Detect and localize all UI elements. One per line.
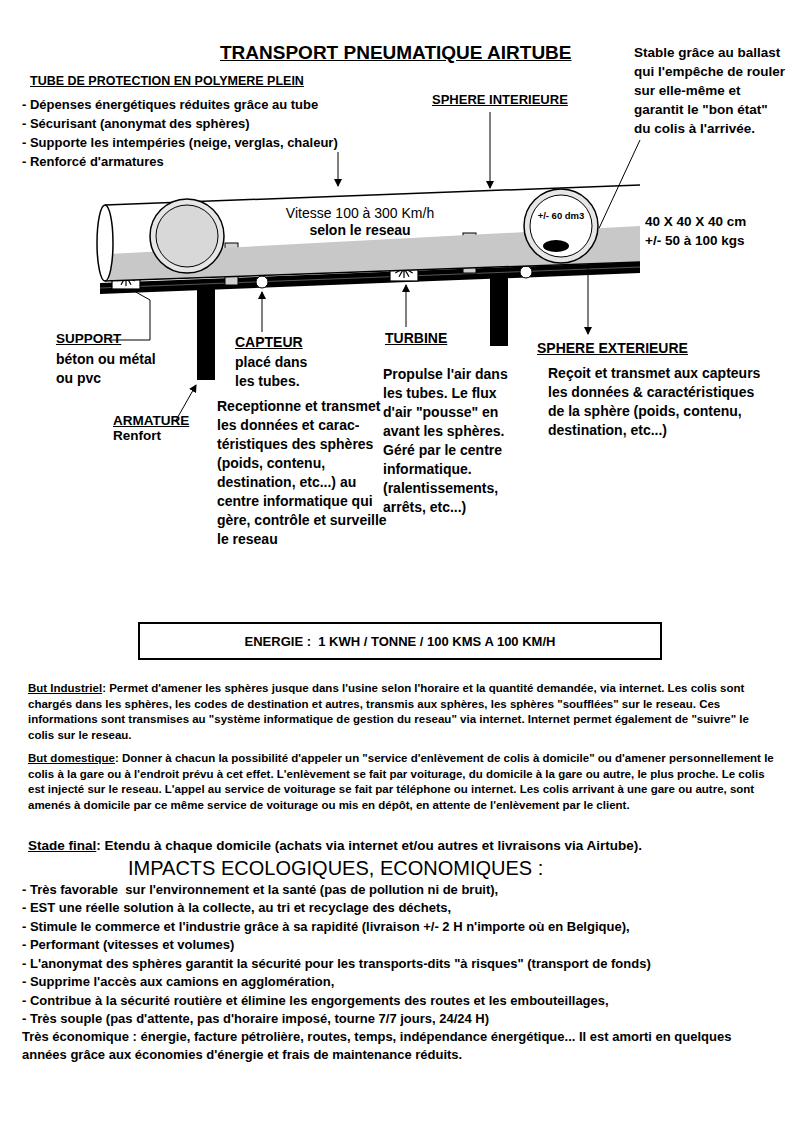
drawing-part [543, 240, 569, 252]
sensor-dot [520, 266, 532, 278]
bullet-line-block: - Contribue à la sécurité routière et él… [22, 992, 782, 1010]
inner-sphere-outline [523, 188, 599, 264]
bullet-line: - Très souple (pas d'attente, pas d'hora… [22, 1011, 489, 1026]
bullet-line: - Performant (vitesses et volumes) [22, 937, 234, 952]
note-line: - Sécurisant (anonymat des sphères) [22, 116, 250, 131]
energy-box: ENERGIE : 1 KWH / TONNE / 100 KMS A 100 … [138, 622, 662, 660]
drawing-part [139, 623, 661, 659]
heading: SPHERE INTERIEURE [432, 92, 568, 107]
dimension-block: 40 X 40 X 40 cm [645, 213, 785, 230]
bullet-line-block: - EST une réelle solution à la collecte,… [22, 899, 782, 917]
description: béton ou métal ou pvc [56, 351, 159, 386]
heading: TUBE DE PROTECTION EN POLYMERE PLEIN [30, 74, 304, 88]
leader-line [490, 112, 491, 188]
tube-body: Vitesse 100 à 300 Km/hselon le reseau +/-… [95, 178, 655, 294]
note-line-block: - Renforcé d'armatures [22, 153, 402, 170]
bullet-line-block: Très économique : énergie, facture pétro… [22, 1028, 774, 1064]
bullet-line: - L'anonymat des sphères garantit la séc… [22, 956, 651, 971]
heading-block: CAPTEUR [235, 334, 345, 351]
armature-post [197, 288, 215, 380]
bullet-line: - Supprime l'accès aux camions en agglom… [22, 974, 334, 989]
paragraph-block: But Industriel: Permet d'amener les sphè… [28, 681, 774, 743]
text-group: Vitesse 100 à 300 Km/hselon le reseau [245, 205, 475, 239]
bullet-line: - Contribue à la sécurité routière et él… [22, 993, 609, 1008]
bullet-line-block: - Très souple (pas d'attente, pas d'hora… [22, 1010, 782, 1028]
dimension: 40 X 40 X 40 cm [645, 214, 746, 229]
leader-line [406, 285, 407, 327]
inner-sphere: +/- 60 dm3 [523, 188, 599, 264]
bullet-line-block: - Stimule le commerce et l'industrie grâ… [22, 918, 782, 936]
description: Propulse l'air dans les tubes. Le flux d… [383, 366, 512, 515]
note-text: Stable grâce au ballast qui l'empêche de… [634, 45, 789, 136]
volume-text: +/- 60 dm3 [523, 210, 599, 221]
drawing-part [399, 271, 403, 277]
paragraph: Stade final [28, 838, 96, 853]
paragraph: : Etendu à chaque domicile (achats via i… [96, 838, 642, 853]
description-block: Reçoit et transmet aux capteurs les donn… [548, 364, 773, 440]
note-line: - Dépenses énergétiques réduites grâce a… [22, 97, 318, 112]
description-block: Receptionne et transmet les données et c… [217, 397, 389, 549]
description-block: placé dans les tubes. [235, 353, 330, 391]
description: Renfort [113, 428, 161, 443]
dimension-block: +/- 50 à 100 kgs [645, 232, 785, 249]
description: placé dans les tubes. [235, 354, 311, 389]
leader-line [338, 152, 339, 186]
drawing-part [97, 205, 113, 281]
paragraph-block: But domestique: Donner à chacun la possi… [28, 751, 774, 813]
leader-line [262, 292, 263, 332]
network-text: selon le reseau [245, 222, 475, 239]
note-line-block: - Supporte les intempéries (neige, vergl… [22, 134, 402, 151]
description-block: béton ou métal ou pvc [56, 350, 176, 388]
description-block: Renfort [113, 428, 213, 444]
heading: ARMATURE [113, 413, 189, 428]
heading: TURBINE [385, 330, 447, 346]
bullet-line-block: - Très favorable sur l'environnement et … [22, 881, 782, 899]
bullet-line-block: - L'anonymat des sphères garantit la séc… [22, 955, 782, 973]
drawing-part [156, 205, 218, 267]
heading-block: SPHERE EXTERIEURE [537, 340, 737, 357]
note-text-block: Stable grâce au ballast qui l'empêche de… [634, 43, 786, 138]
sensor-dot [256, 276, 268, 288]
paragraph-block: Stade final: Etendu à chaque domicile (a… [28, 837, 788, 855]
bullet-line-block: - Supprime l'accès aux camions en agglom… [22, 973, 782, 991]
description-block: Propulse l'air dans les tubes. Le flux d… [383, 365, 529, 517]
armature-post [490, 270, 508, 346]
drawing-part [403, 271, 404, 278]
section-heading: IMPACTS ECOLOGIQUES, ECONOMIQUES : [128, 857, 543, 879]
leader-line [588, 268, 589, 334]
note-line: - Supporte les intempéries (neige, vergl… [22, 135, 338, 150]
heading-block: ARMATURE [113, 413, 213, 429]
bullet-line: - Très favorable sur l'environnement et … [22, 882, 498, 897]
heading: SPHERE EXTERIEURE [537, 340, 688, 356]
heading-block: TUBE DE PROTECTION EN POLYMERE PLEIN [30, 73, 390, 89]
note-line: - Renforcé d'armatures [22, 154, 164, 169]
description: Reçoit et transmet aux capteurs les donn… [548, 365, 764, 438]
paragraph: : Permet d'amener les sphères jusque dan… [28, 682, 752, 741]
heading: SUPPORT [56, 331, 121, 346]
heading: CAPTEUR [235, 334, 303, 350]
paragraph: : Donner à chacun la possibilité d'appel… [28, 752, 777, 811]
heading-block: SUPPORT [56, 330, 146, 347]
bullet-line: - EST une réelle solution à la collecte,… [22, 900, 451, 915]
drawing-part [406, 271, 410, 277]
heading-block: TURBINE [385, 330, 485, 347]
note-line-block: - Dépenses énergétiques réduites grâce a… [22, 96, 402, 113]
drawing-part [150, 199, 224, 273]
energy-text: ENERGIE : 1 KWH / TONNE / 100 KMS A 100 … [245, 634, 556, 649]
section-heading-block: IMPACTS ECOLOGIQUES, ECONOMIQUES : [128, 856, 688, 880]
page-title: TRANSPORT PNEUMATIQUE AIRTUBE [220, 42, 572, 64]
paragraph: But Industriel [28, 682, 102, 694]
heading-block: SPHERE INTERIEURE [432, 92, 602, 108]
note-line-block: - Sécurisant (anonymat des sphères) [22, 115, 402, 132]
speed-text: Vitesse 100 à 300 Km/h [245, 205, 475, 222]
bullet-line: Très économique : énergie, facture pétro… [22, 1029, 735, 1062]
description: Receptionne et transmet les données et c… [217, 398, 391, 547]
bullet-line: - Stimule le commerce et l'industrie grâ… [22, 919, 630, 934]
drawing-part [530, 195, 592, 257]
paragraph: But domestique [28, 752, 115, 764]
bullet-line-block: - Performant (vitesses et volumes) [22, 936, 782, 954]
drawing-part [524, 189, 598, 263]
dimension: +/- 50 à 100 kgs [645, 233, 744, 248]
